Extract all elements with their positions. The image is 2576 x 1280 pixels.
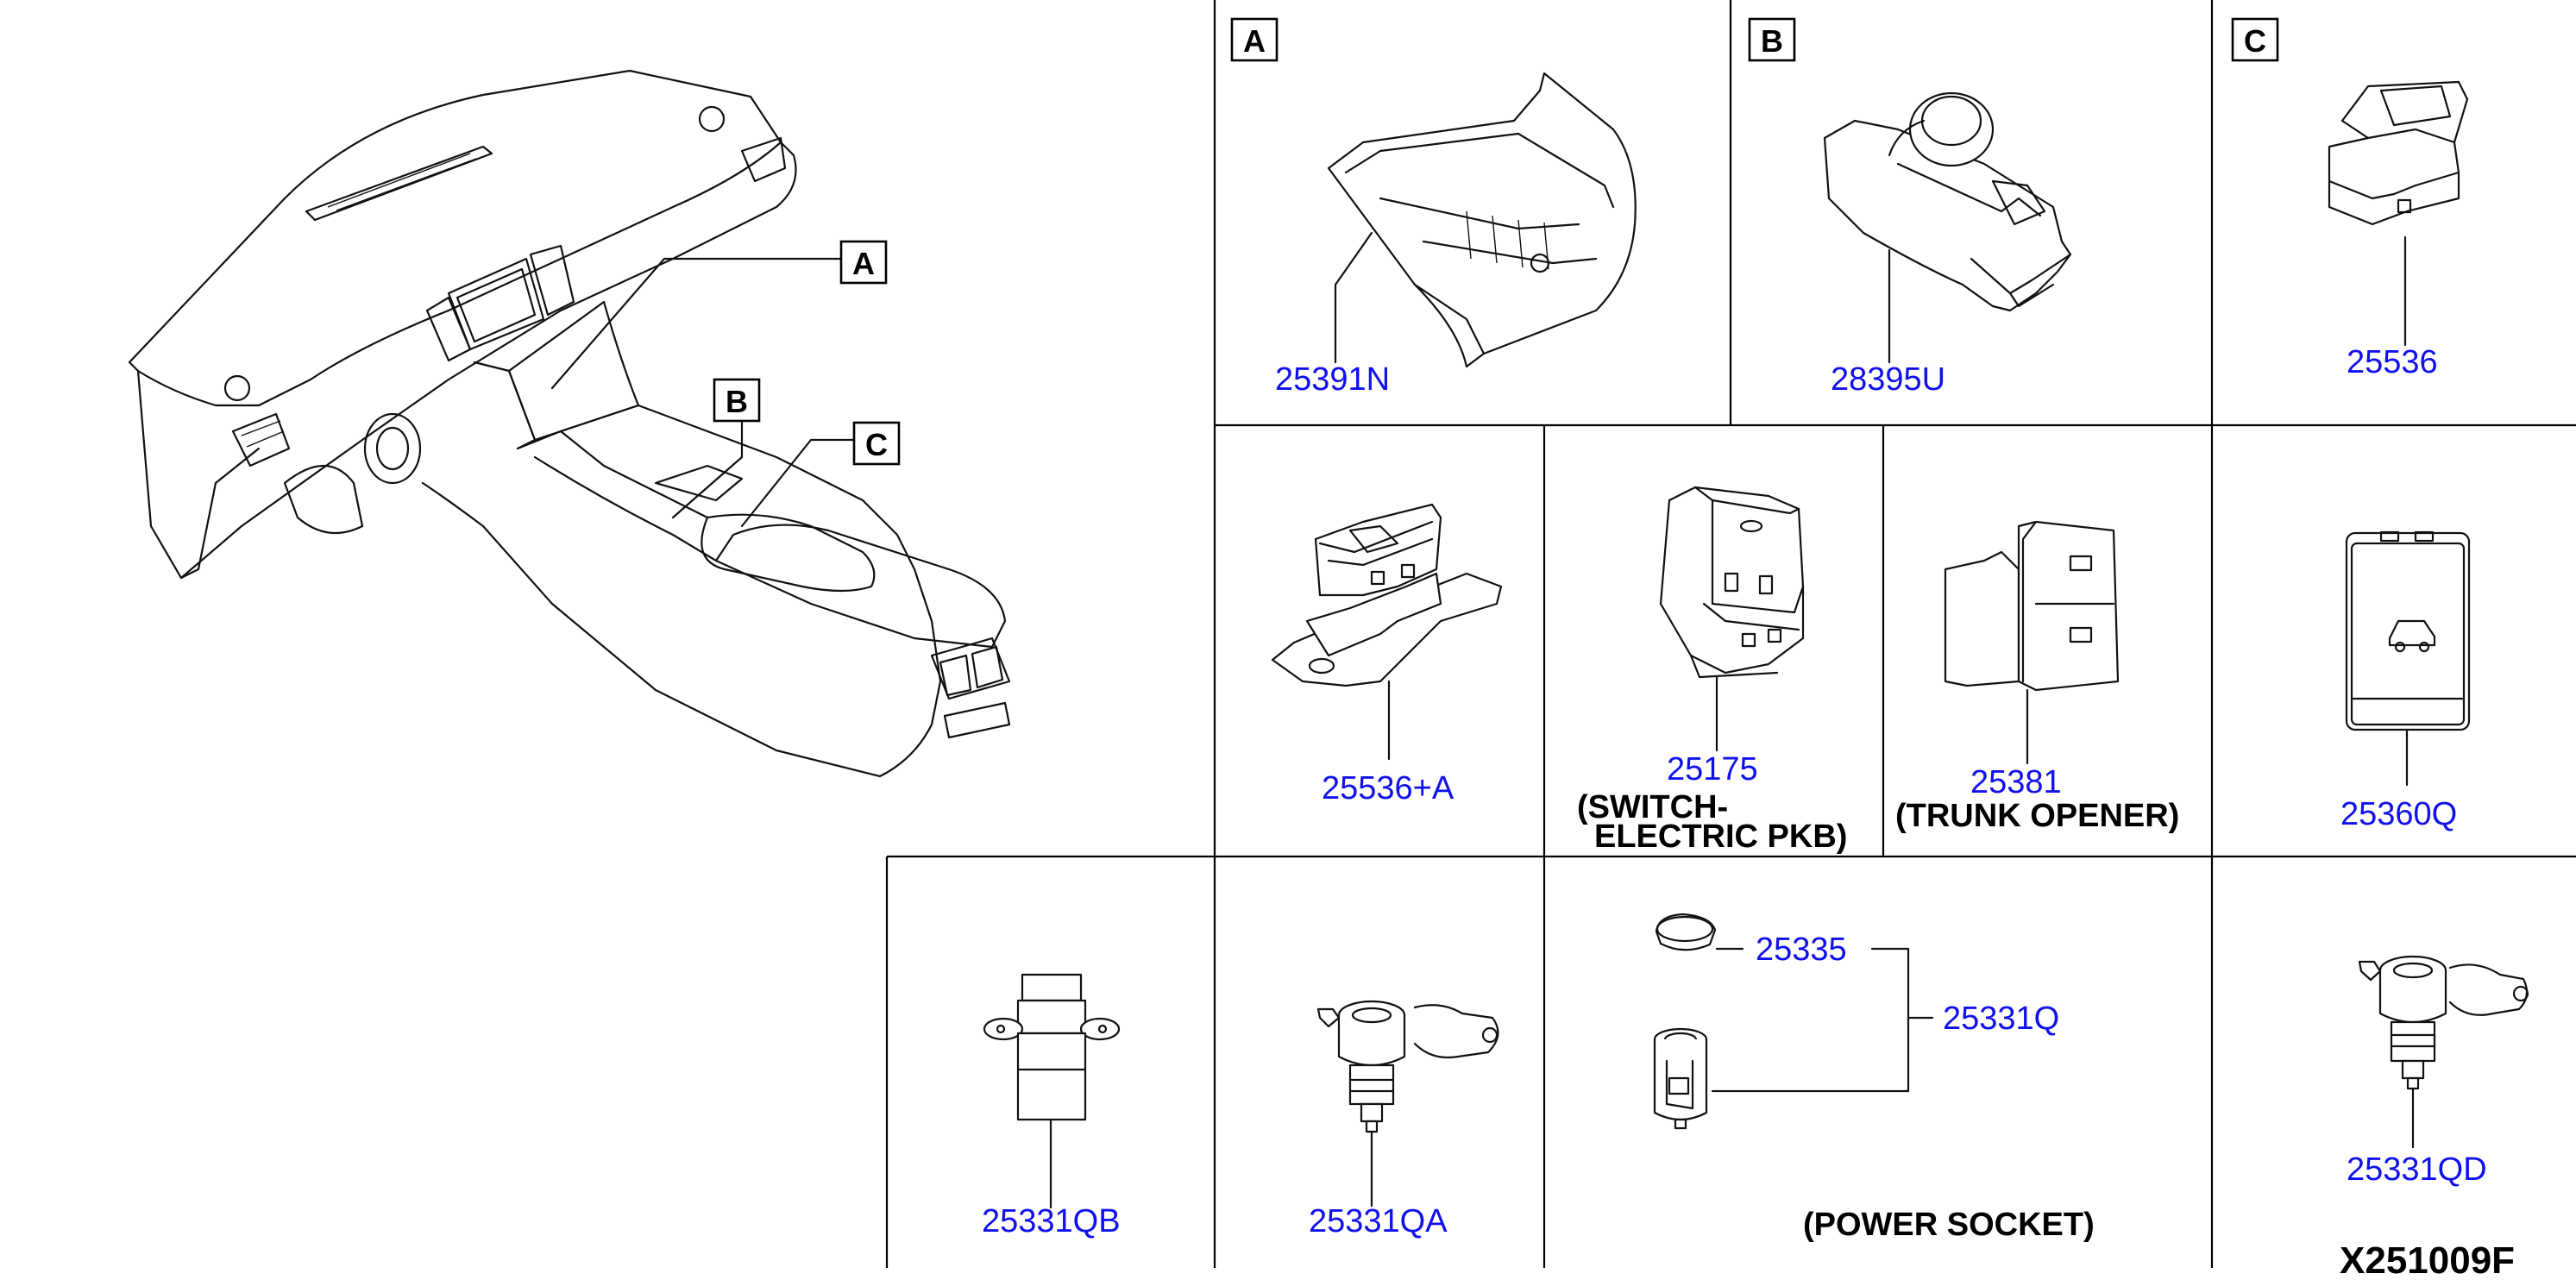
- part-number-25331QB: 25331QB: [982, 1203, 1121, 1239]
- svg-text:C: C: [2244, 23, 2266, 59]
- section-label-a: A: [1230, 17, 1279, 62]
- caption-pkb-line1: (SWITCH-: [1577, 789, 1728, 825]
- part-number-25391N: 25391N: [1275, 361, 1390, 398]
- dashboard-console-illustration: [128, 69, 1011, 778]
- svg-text:C: C: [865, 427, 888, 462]
- svg-text:B: B: [726, 384, 748, 419]
- svg-text:A: A: [852, 246, 875, 281]
- part-28395U-controller: [1823, 91, 2072, 364]
- callout-a: A: [839, 240, 888, 285]
- callout-b: B: [713, 378, 761, 423]
- part-number-25381: 25381: [1970, 764, 2062, 800]
- part-number-25331QD: 25331QD: [2347, 1151, 2487, 1188]
- part-number-25536: 25536: [2347, 344, 2438, 380]
- part-25360Q-switch: [2345, 530, 2471, 787]
- part-25331Q-socket: [1653, 947, 1934, 1130]
- part-25536A-switch: [1271, 503, 1503, 761]
- part-25381-trunk-switch: [1944, 520, 2120, 765]
- part-number-28395U: 28395U: [1831, 361, 1945, 398]
- part-25536-switch: [2328, 80, 2469, 347]
- svg-text:B: B: [1761, 23, 1783, 59]
- callout-c: C: [852, 421, 901, 466]
- part-number-25360Q: 25360Q: [2340, 796, 2457, 832]
- part-number-25331Q: 25331Q: [1943, 1001, 2059, 1037]
- part-25331QD-socket: [2358, 955, 2529, 1149]
- part-25331QB-socket: [983, 973, 1121, 1209]
- caption-power-socket: (POWER SOCKET): [1803, 1207, 2095, 1243]
- part-number-25536A: 25536+A: [1322, 770, 1454, 806]
- part-25175-pkb-switch: [1659, 486, 1805, 752]
- section-label-b: B: [1748, 17, 1796, 62]
- grid-lines: [885, 0, 2576, 1268]
- caption-trunk-opener: (TRUNK OPENER): [1895, 798, 2179, 834]
- diagram-code: X251009F: [2340, 1239, 2515, 1280]
- part-25335-cap: [1655, 913, 1744, 951]
- part-number-25331QA: 25331QA: [1309, 1203, 1448, 1239]
- part-number-25175: 25175: [1667, 751, 1758, 787]
- section-label-c: C: [2231, 17, 2279, 62]
- part-25331QA-socket: [1316, 1000, 1499, 1208]
- part-25391N-panel: [1327, 72, 1637, 368]
- svg-text:A: A: [1243, 23, 1266, 59]
- caption-pkb-line2: ELECTRIC PKB): [1594, 819, 1847, 855]
- part-number-25335: 25335: [1756, 932, 1847, 968]
